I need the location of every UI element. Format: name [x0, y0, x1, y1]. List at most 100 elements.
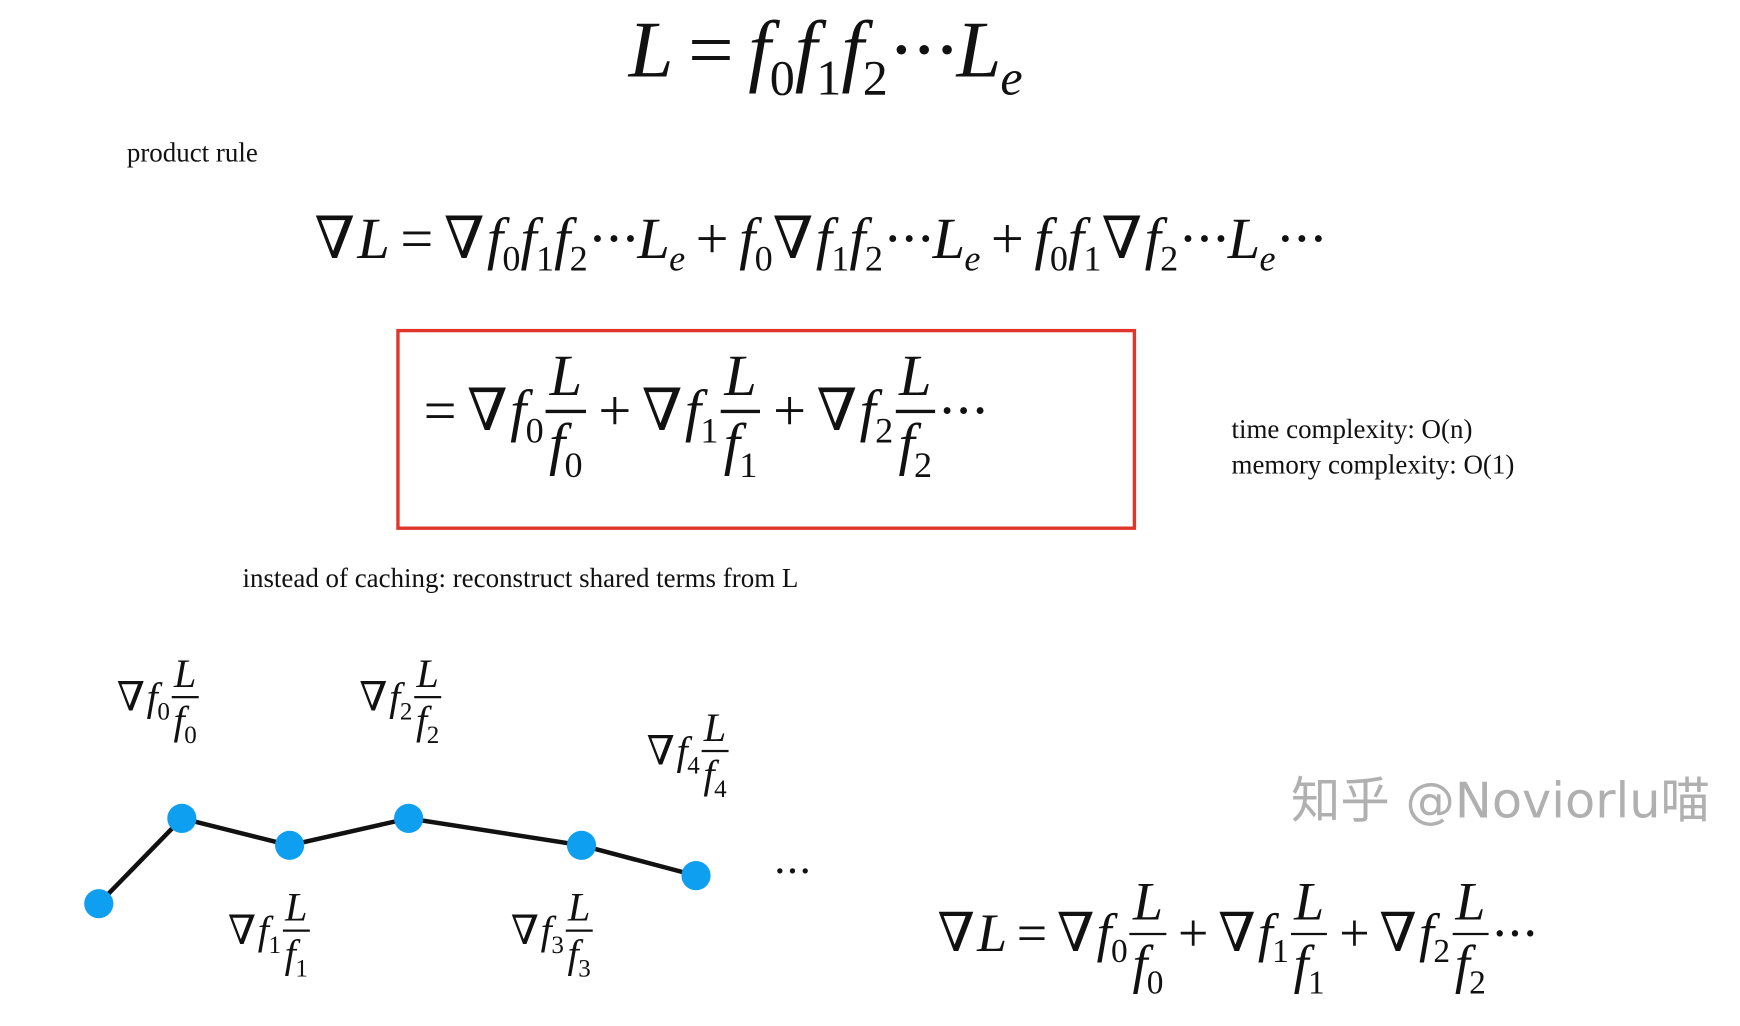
nabla-symbol: ∇: [359, 674, 388, 720]
product-rule-label: product rule: [126, 139, 258, 169]
operator: =: [400, 207, 434, 272]
variable-symbol: f: [898, 413, 915, 478]
variable-symbol: f: [1419, 903, 1435, 964]
fraction-bar: [1129, 932, 1167, 935]
variable-symbol: f: [748, 4, 771, 95]
variable-symbol: L: [724, 344, 757, 409]
subscript: 3: [551, 930, 564, 959]
variable-symbol: f: [257, 908, 269, 954]
subscript: 1: [739, 443, 758, 485]
highlight-box: [396, 328, 1137, 530]
subscript: 1: [816, 48, 842, 106]
variable-symbol: L: [1294, 872, 1325, 932]
numerator: L: [414, 653, 441, 693]
variable-symbol: L: [637, 207, 670, 272]
fraction-bar: [895, 409, 936, 414]
subscript: 1: [268, 930, 282, 959]
variable-symbol: f: [1144, 207, 1161, 272]
variable-symbol: L: [703, 704, 727, 750]
variable-symbol: L: [357, 207, 390, 272]
chain-edges: [97, 815, 697, 906]
ellipsis: ···: [887, 4, 961, 95]
operator: +: [1339, 903, 1370, 964]
variable-symbol: f: [739, 207, 756, 272]
variable-symbol: L: [899, 344, 932, 409]
operator: +: [990, 207, 1024, 272]
variable: L: [899, 344, 932, 409]
operator: +: [773, 379, 807, 443]
variable: L: [416, 653, 438, 693]
subscript: 1: [295, 954, 308, 983]
variable: L: [1455, 872, 1486, 932]
variable-symbol: f: [723, 413, 740, 478]
fraction-bar: [701, 750, 729, 753]
graph-node-5: [681, 861, 711, 891]
numerator: L: [702, 707, 729, 747]
subscript: 2: [569, 238, 588, 279]
variable-symbol: f: [510, 379, 527, 443]
nabla-symbol: ∇: [937, 903, 975, 964]
subscript: 0: [1146, 964, 1164, 1002]
variable-symbol: f: [1454, 934, 1470, 995]
subscript: 2: [875, 409, 894, 451]
graph-node-4: [566, 830, 597, 860]
variable-symbol: f: [684, 379, 702, 443]
subscript: e: [1000, 48, 1023, 106]
subscript: 1: [536, 238, 555, 279]
memory-complexity: memory complexity: O(1): [1231, 451, 1515, 481]
numerator: L: [566, 887, 593, 927]
variable-symbol: f: [703, 752, 715, 798]
subscript: 2: [426, 720, 440, 749]
subscript: 4: [714, 774, 727, 803]
fraction-bar: [720, 409, 761, 414]
nabla-symbol: ∇: [116, 674, 145, 720]
nabla-symbol: ∇: [314, 207, 356, 272]
watermark: 知乎 @Noviorlu喵: [1290, 772, 1710, 830]
subscript: 0: [525, 409, 544, 451]
subscript: 0: [769, 48, 795, 106]
variable-symbol: f: [549, 413, 566, 478]
subscript: 1: [831, 238, 850, 279]
variable-symbol: L: [628, 4, 674, 95]
variable-symbol: f: [540, 908, 552, 954]
subscript: 3: [578, 954, 591, 983]
subscript: 0: [1049, 238, 1068, 279]
variable: L: [357, 207, 390, 272]
variable-symbol: f: [849, 207, 866, 272]
variable-symbol: f: [1096, 903, 1112, 964]
variable-symbol: L: [567, 884, 591, 930]
subscript: 2: [1469, 964, 1486, 1002]
nabla-symbol: ∇: [772, 207, 814, 272]
nabla-symbol: ∇: [467, 379, 508, 443]
variable-symbol: L: [1455, 872, 1486, 932]
variable-symbol: f: [486, 207, 504, 272]
variable: L: [550, 347, 582, 406]
subscript: 2: [913, 443, 933, 485]
subscript: 0: [502, 238, 521, 279]
subscript: 0: [754, 238, 773, 279]
graph-node-3: [394, 803, 424, 833]
